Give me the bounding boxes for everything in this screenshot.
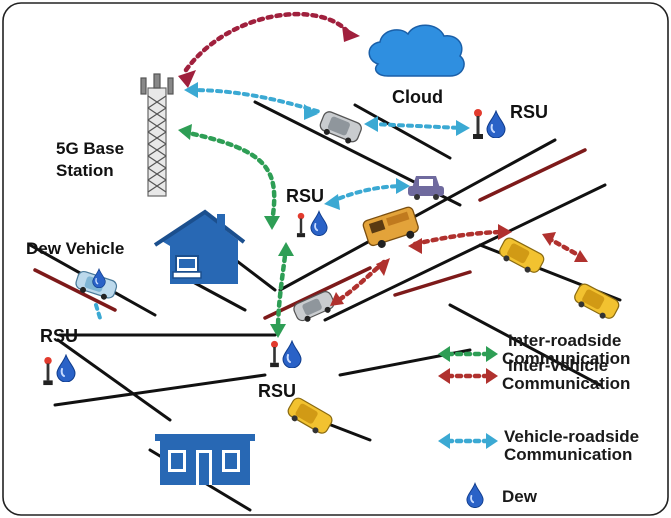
legend-inter-roadside-line1: Inter-roadside <box>508 331 622 350</box>
inter-vehicle-arrow <box>545 235 583 259</box>
inter-roadside-arrow <box>181 129 277 225</box>
legend-vehicle-roadside-line1: Vehicle-roadside <box>504 427 640 446</box>
dew-vehicle-label: Dew Vehicle <box>26 239 125 258</box>
van-orange-center <box>362 206 419 248</box>
legend-inter-vehicle: Inter-vehicle Communication <box>502 356 630 393</box>
legend-dew: Dew <box>502 487 537 506</box>
rsu-label-mid: RSU <box>286 186 325 206</box>
legend-inter-vehicle-line2: Communication <box>502 374 631 393</box>
legend-arrowheads <box>438 346 498 449</box>
building-icon <box>155 434 255 485</box>
car-silver-top <box>319 111 362 144</box>
base-station-label: 5G Base Station <box>56 138 124 182</box>
legend-inter-roadside-line2: Communication <box>502 349 631 368</box>
rsu-label-left: RSU <box>40 326 79 346</box>
base-station-label-line2: Station <box>56 161 114 180</box>
car-silver-center <box>293 291 335 322</box>
car-yellow-right-2 <box>574 283 620 319</box>
cloud-label: Cloud <box>392 87 443 107</box>
legend-inter-roadside: Inter-roadside Communication <box>502 331 630 368</box>
inter-roadside-arrow <box>275 245 289 333</box>
car-purple-icon <box>408 176 444 200</box>
legend-swatches <box>445 351 491 444</box>
legend-inter-vehicle-line1: Inter-vehicle <box>508 356 609 375</box>
house-icon <box>153 209 246 284</box>
road-edges <box>28 100 622 512</box>
vehicle-roadside-arrow <box>94 303 102 320</box>
rsu-label-bottom: RSU <box>258 381 297 401</box>
lane-markers <box>33 148 587 320</box>
base-station-tower-icon <box>140 73 174 197</box>
cloud-link-arrow <box>183 12 351 73</box>
arrowheads <box>178 26 588 338</box>
legend-vehicle-roadside: Vehicle-roadside Communication <box>504 428 639 464</box>
cloud-icon <box>368 24 465 77</box>
rsu-label-top: RSU <box>510 102 549 122</box>
car-yellow-bottom <box>287 397 333 434</box>
legend-vehicle-roadside-line2: Communication <box>504 445 633 464</box>
inter-vehicle-arrow <box>412 229 508 247</box>
vehicle-roadside-arrow <box>370 122 464 130</box>
car-yellow-right-1 <box>499 237 545 273</box>
base-station-label-line1: 5G Base <box>56 139 125 158</box>
